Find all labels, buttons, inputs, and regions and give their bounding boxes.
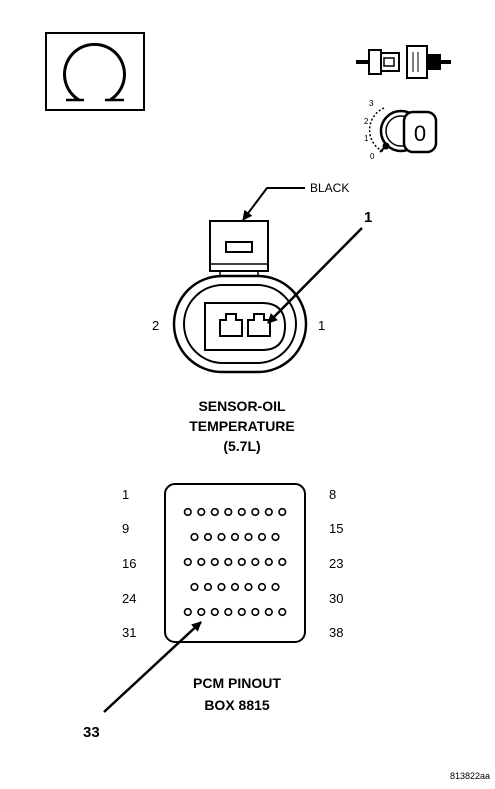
- sensor-title-line-3: (5.7L): [223, 438, 260, 454]
- ignition-position-0: 0: [370, 152, 375, 161]
- pcm-pin-36: [251, 607, 260, 617]
- pcm-pin-29: [257, 582, 267, 592]
- pcm-pin-22: [264, 557, 273, 567]
- pcm-pin-15: [271, 532, 280, 542]
- ignition-position-1: 1: [364, 134, 369, 143]
- pcm-pin-32: [197, 607, 206, 617]
- row-label-right-5: 38: [329, 625, 343, 640]
- pcm-pin-5: [237, 507, 246, 517]
- pcm-pin-35: [237, 607, 246, 617]
- callout-1-leader: [267, 227, 363, 324]
- color-leader-line: [242, 187, 305, 221]
- pcm-pin-2: [197, 507, 206, 517]
- pcm-pin-11: [217, 532, 226, 542]
- pcm-pin-4: [224, 507, 233, 517]
- row-label-right-1: 8: [329, 487, 336, 502]
- pcm-pin-3: [210, 507, 219, 517]
- row-label-left-4: 24: [122, 591, 136, 606]
- pcm-pin-26: [217, 582, 226, 592]
- pcm-pin-25: [203, 582, 213, 592]
- pcm-pin-16: [183, 557, 192, 567]
- pcm-pin-8: [278, 507, 287, 517]
- pcm-pinout-box: 1 9 16 24 31 8 15 23 30 38 33 PCM PINOUT…: [83, 483, 343, 741]
- sensor-title-line-2: TEMPERATURE: [189, 418, 295, 434]
- connector-pin-label-right: 1: [318, 318, 325, 333]
- row-label-left-1: 1: [122, 487, 129, 502]
- pcm-pin-18: [210, 557, 219, 567]
- pcm-pin-9: [190, 532, 199, 542]
- pcm-title-line-1: PCM PINOUT: [193, 675, 281, 691]
- pcm-pin-38: [278, 607, 287, 617]
- pcm-pin-19: [224, 557, 233, 567]
- pcm-title-line-2: BOX 8815: [204, 697, 270, 713]
- row-label-right-4: 30: [329, 591, 343, 606]
- ignition-position-3: 3: [369, 99, 374, 108]
- row-label-left-2: 9: [122, 521, 129, 536]
- pcm-pin-21: [251, 557, 260, 567]
- pcm-pin-27: [230, 582, 240, 592]
- pcm-pin-1: [183, 507, 192, 517]
- pcm-pin-24: [190, 582, 199, 592]
- row-label-right-3: 23: [329, 556, 343, 571]
- pcm-pin-30: [271, 582, 280, 592]
- ignition-position-2: 2: [364, 117, 369, 126]
- pcm-pin-17: [197, 557, 206, 567]
- terminal-1: [247, 313, 271, 337]
- pcm-pin-6: [251, 507, 260, 517]
- pcm-pin-37: [264, 607, 273, 617]
- pcm-pin-28: [244, 582, 253, 592]
- ignition-key-label: 0: [414, 121, 426, 146]
- callout-number-33: 33: [83, 724, 100, 741]
- terminal-2: [219, 313, 243, 337]
- pcm-pin-13: [244, 532, 253, 542]
- ohm-meter-icon: [45, 32, 145, 111]
- callout-number-1: 1: [364, 209, 372, 226]
- pcm-pin-12: [230, 532, 240, 542]
- figure-id: 813822aa: [450, 771, 490, 781]
- callout-33-leader: [103, 621, 202, 713]
- pcm-pin-grid: [183, 507, 287, 617]
- sensor-title-line-1: SENSOR-OIL: [198, 398, 286, 414]
- pcm-pin-14: [257, 532, 267, 542]
- row-label-left-5: 31: [122, 625, 136, 640]
- row-label-right-2: 15: [329, 521, 343, 536]
- connector-disconnected-icon: [356, 45, 451, 79]
- sensor-connector: BLACK 2 1 1 SENSOR-OIL TEMPERATURE (5.7L…: [152, 181, 372, 454]
- connector-pin-label-left: 2: [152, 318, 159, 333]
- row-label-left-3: 16: [122, 556, 136, 571]
- pcm-pin-34: [224, 607, 233, 617]
- ignition-key-icon: 3 2 1 0 0: [364, 99, 438, 161]
- pcm-pin-10: [203, 532, 213, 542]
- pcm-pin-31: [183, 607, 192, 617]
- pcm-pin-20: [237, 557, 246, 567]
- pcm-pin-23: [278, 557, 287, 567]
- pcm-pin-33: [210, 607, 219, 617]
- connector-color-label: BLACK: [310, 181, 349, 195]
- pcm-pin-7: [264, 507, 273, 517]
